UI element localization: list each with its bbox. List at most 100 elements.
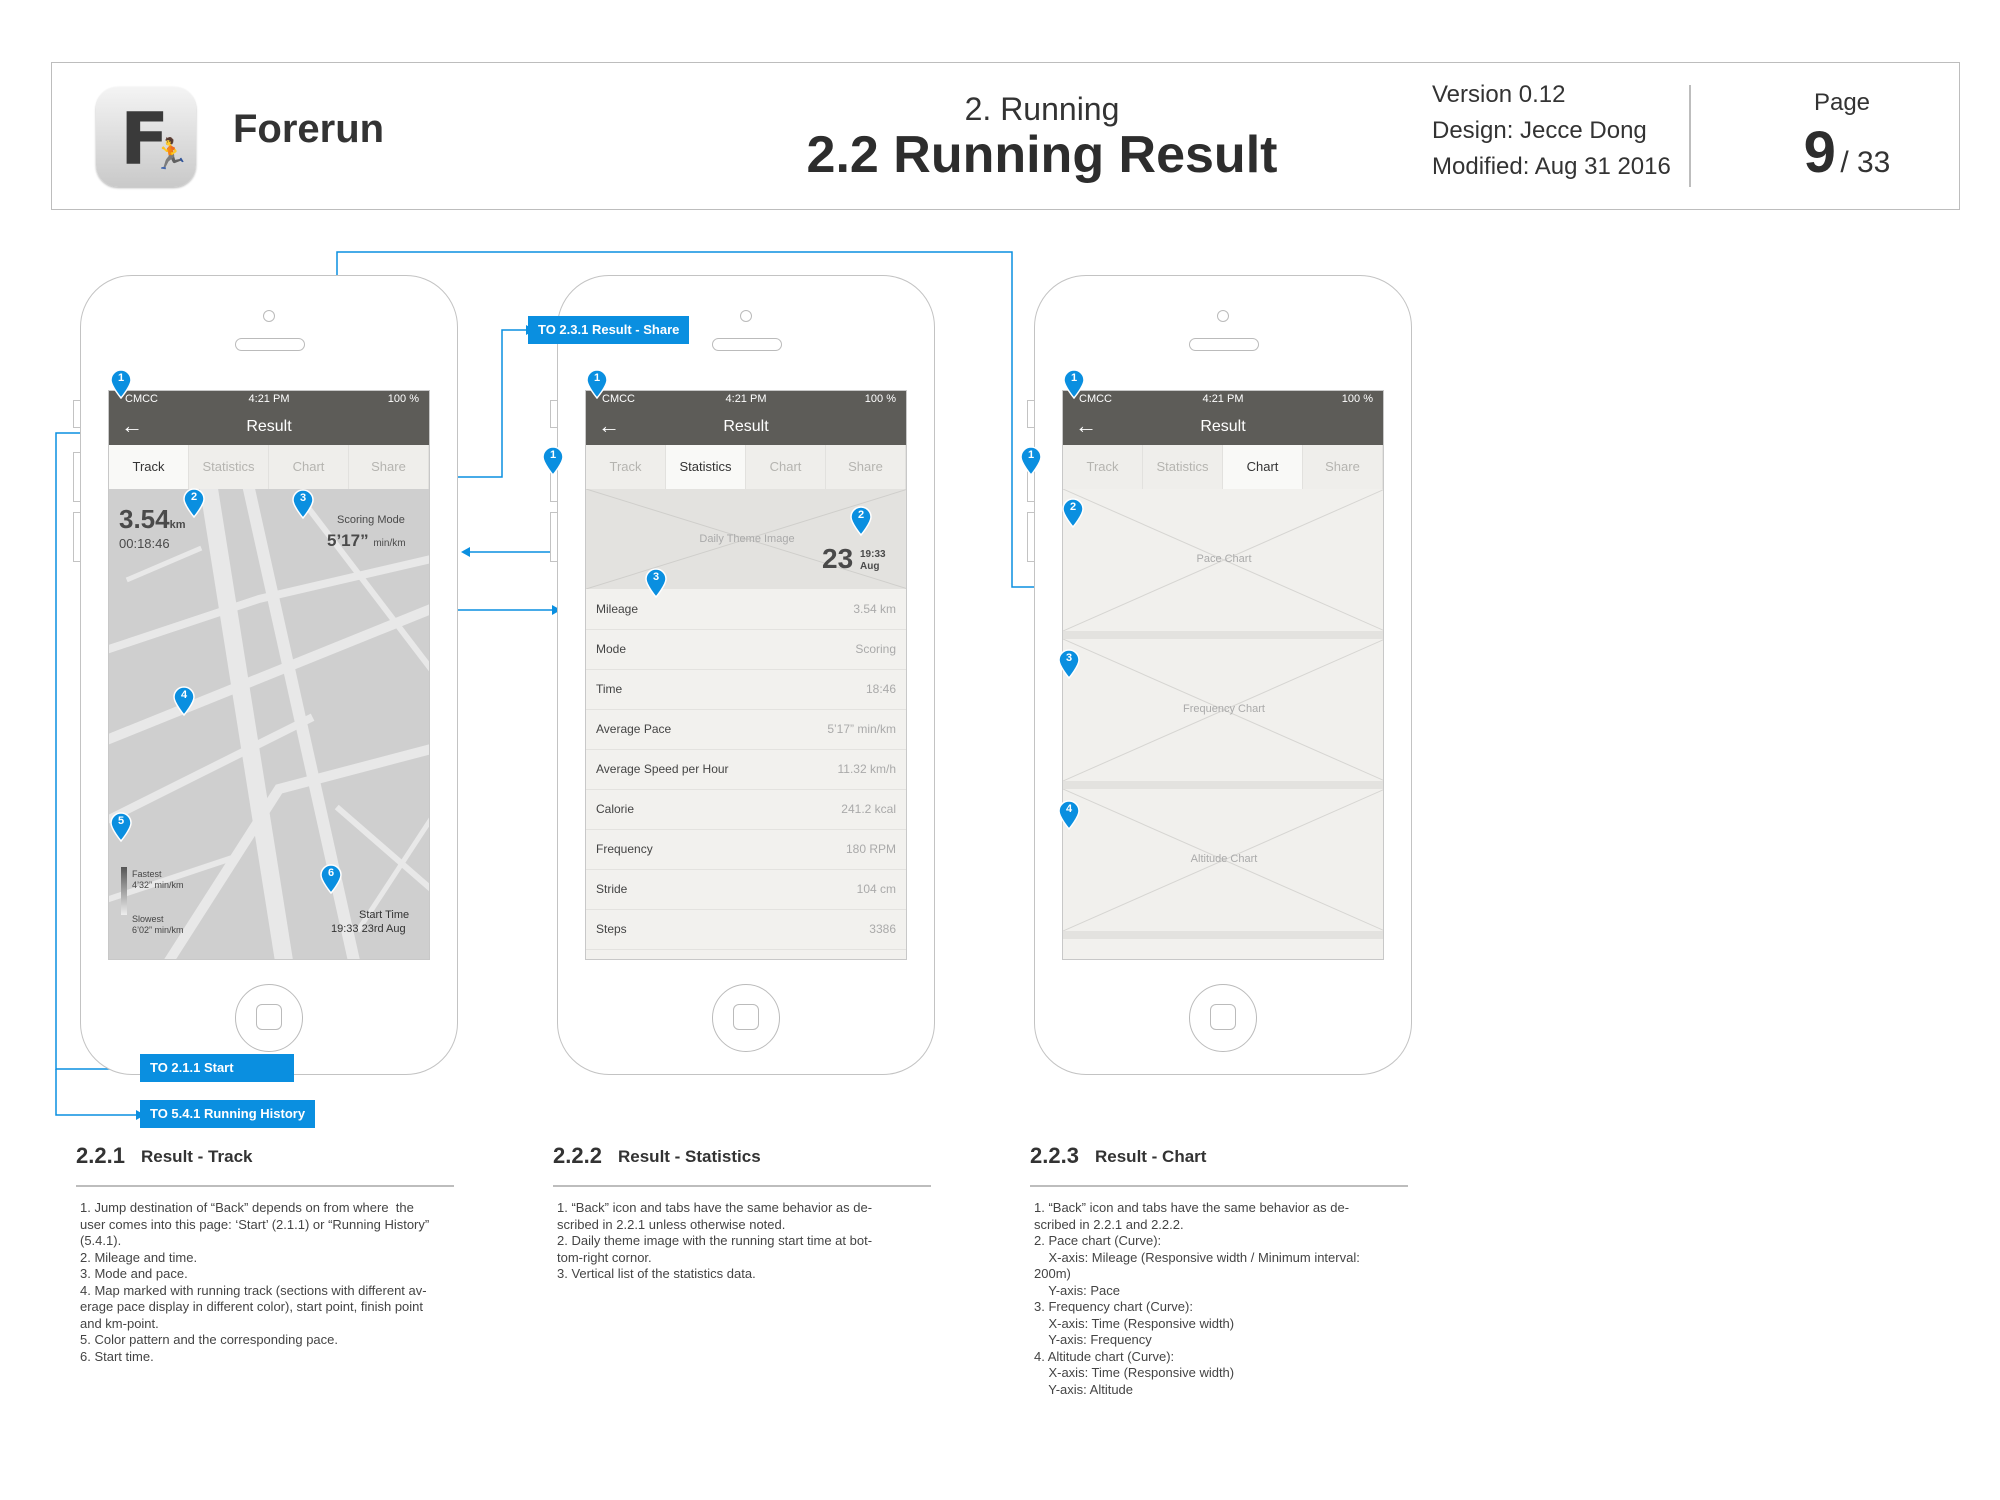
tab-statistics[interactable]: Statistics — [666, 445, 746, 489]
pin-number: 3 — [652, 571, 660, 583]
stat-value: 3.54 km — [853, 602, 896, 616]
side-button — [73, 400, 81, 428]
tab-share[interactable]: Share — [1303, 445, 1383, 489]
status-bar: CMCC 4:21 PM 100 % — [586, 391, 906, 409]
tab-chart[interactable]: Chart — [746, 445, 826, 489]
stat-value: 180 RPM — [845, 842, 896, 856]
theme-image-label: Daily Theme Image — [699, 533, 795, 545]
annotation-pin: 3 — [645, 568, 667, 598]
fastest-pace: 4’32” min/km — [132, 880, 184, 890]
page-label: Page — [1813, 89, 1871, 116]
daily-theme-image: Daily Theme Image 2 3 19:33 Aug — [586, 489, 906, 589]
battery: 100 % — [387, 393, 419, 405]
caption-notes: 1. “Back” icon and tabs have the same be… — [557, 1200, 873, 1281]
callout-share[interactable]: TO 2.3.1 Result - Share — [528, 316, 690, 344]
tab-chart[interactable]: Chart — [269, 445, 349, 489]
nav-title: Result — [723, 418, 769, 435]
camera — [740, 310, 752, 322]
app-name: Forerun — [233, 107, 385, 151]
tab-track[interactable]: Track — [1063, 445, 1143, 489]
carrier: CMCC — [125, 393, 158, 405]
tab-statistics[interactable]: Statistics — [1143, 445, 1223, 489]
pin-number: 1 — [117, 372, 125, 384]
stat-value: 104 cm — [856, 882, 896, 896]
chart-placeholder-cross — [1063, 789, 1383, 931]
tab-chart[interactable]: Chart — [1223, 445, 1303, 489]
annotation-pin: 1 — [1063, 369, 1085, 399]
side-button — [1027, 400, 1035, 428]
annotation-pin: 1 — [586, 369, 608, 399]
duration-value: 00:18:46 — [119, 536, 170, 551]
annotation-pin: 6 — [320, 864, 342, 894]
status-time: 4:21 PM — [1202, 393, 1244, 405]
annotation-pin: 2 — [183, 488, 205, 518]
logo-letter: F — [120, 97, 170, 181]
start-time: 19:33 — [860, 549, 886, 560]
nav-bar: ← Result — [109, 409, 429, 445]
back-arrow-icon[interactable]: ← — [121, 413, 143, 438]
pace-number: 5’17” — [327, 531, 369, 550]
version-text: Version 0.12 — [1432, 81, 1566, 108]
annotation-pin: 1 — [1020, 446, 1042, 476]
tab-share[interactable]: Share — [349, 445, 429, 489]
chart-placeholder: Pace Chart — [1063, 489, 1383, 639]
page-title: 2.2 Running Result — [806, 126, 1278, 184]
home-button[interactable] — [712, 984, 780, 1052]
tab-track[interactable]: Track — [109, 445, 189, 489]
home-button[interactable] — [1189, 984, 1257, 1052]
stat-label: Stride — [596, 882, 628, 896]
home-button[interactable] — [235, 984, 303, 1052]
map-pin-icon — [173, 686, 195, 716]
map-pin-icon — [183, 488, 205, 518]
caption-number: 2.2.2 — [553, 1143, 602, 1168]
nav-title: Result — [246, 418, 292, 435]
annotation-pin: 4 — [173, 686, 195, 716]
callout-start[interactable]: TO 2.1.1 Start — [140, 1054, 294, 1082]
caption-divider — [1030, 1185, 1408, 1187]
annotation-pin: 1 — [110, 369, 132, 399]
start-month: Aug — [860, 561, 880, 572]
caption-name: Result - Chart — [1095, 1147, 1207, 1166]
stat-value: 3386 — [869, 922, 896, 936]
caption-number: 2.2.1 — [76, 1143, 125, 1168]
map-pin-icon — [1020, 446, 1042, 476]
header-divider — [1689, 85, 1691, 187]
mode-label: Scoring Mode — [337, 514, 405, 526]
tab-track[interactable]: Track — [586, 445, 666, 489]
chart-placeholder-cross — [1063, 639, 1383, 781]
callout-history[interactable]: TO 5.4.1 Running History — [140, 1100, 316, 1128]
pin-number: 4 — [180, 689, 188, 701]
tab-statistics[interactable]: Statistics — [189, 445, 269, 489]
speaker — [235, 338, 305, 351]
chart-label: Altitude Chart — [1190, 853, 1258, 865]
nav-bar: ← Result — [586, 409, 906, 445]
back-arrow-icon[interactable]: ← — [598, 413, 620, 438]
pin-number: 5 — [117, 815, 125, 827]
slowest-pace: 6’02” min/km — [132, 925, 184, 935]
side-button — [550, 512, 558, 562]
annotation-pin: 4 — [1058, 800, 1080, 830]
annotation-pin: 5 — [110, 812, 132, 842]
fastest-label: Fastest — [132, 869, 162, 879]
stat-value: 241.2 kcal — [841, 802, 896, 816]
stat-value: Scoring — [855, 642, 896, 656]
caption-divider — [76, 1185, 454, 1187]
pin-number: 1 — [1027, 449, 1035, 461]
tab-share[interactable]: Share — [826, 445, 906, 489]
start-time-value: 19:33 23rd Aug — [331, 923, 406, 935]
distance-value: 3.54km — [119, 504, 186, 535]
pin-number: 2 — [1069, 501, 1077, 513]
caption-notes: 1. “Back” icon and tabs have the same be… — [1034, 1200, 1360, 1397]
camera — [1217, 310, 1229, 322]
back-arrow-icon[interactable]: ← — [1075, 413, 1097, 438]
status-time: 4:21 PM — [725, 393, 767, 405]
slowest-label: Slowest — [132, 914, 164, 924]
modified-text: Modified: Aug 31 2016 — [1432, 153, 1671, 180]
annotation-pin: 2 — [850, 506, 872, 536]
annotation-pin: 1 — [542, 446, 564, 476]
map-view[interactable]: 3.54km 00:18:46 Scoring Mode 5’17” min/k… — [109, 489, 429, 959]
caption-notes: 1. Jump destination of “Back” depends on… — [80, 1200, 430, 1364]
pin-number: 2 — [857, 509, 865, 521]
